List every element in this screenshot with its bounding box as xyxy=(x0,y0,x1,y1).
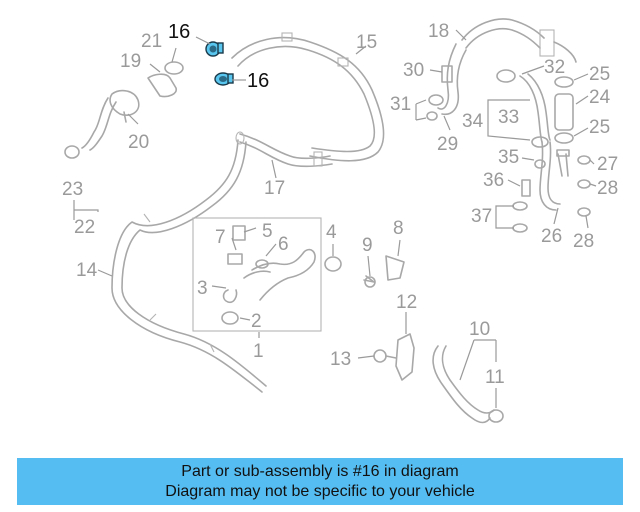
callout-18: 18 xyxy=(428,21,449,42)
callout-4: 4 xyxy=(326,222,337,243)
callout-26: 26 xyxy=(541,226,562,247)
callout-35: 35 xyxy=(498,147,519,168)
group-box-1 xyxy=(192,217,322,332)
callout-25-upper: 25 xyxy=(589,64,610,85)
parts-right xyxy=(426,65,591,233)
callout-11: 11 xyxy=(485,367,505,388)
callout-31: 31 xyxy=(390,94,411,115)
callout-20: 20 xyxy=(128,132,149,153)
callout-24: 24 xyxy=(589,87,611,108)
callout-3: 3 xyxy=(197,278,208,299)
pipe-10 xyxy=(432,345,504,424)
callout-16-lower: 16 xyxy=(247,70,269,92)
callout-2: 2 xyxy=(251,311,262,332)
callout-13: 13 xyxy=(330,349,351,370)
clamp-16-lower xyxy=(214,72,234,86)
banner-line-1: Part or sub-assembly is #16 in diagram xyxy=(181,463,459,480)
hose-14 xyxy=(111,139,267,393)
hose-18 xyxy=(437,18,577,116)
callout-25-lower: 25 xyxy=(589,117,610,138)
callout-22: 22 xyxy=(74,217,95,238)
callout-29: 29 xyxy=(437,134,458,155)
callout-23: 23 xyxy=(62,179,83,200)
callout-6: 6 xyxy=(278,234,289,255)
parts-4-8-9 xyxy=(324,255,405,288)
callout-17: 17 xyxy=(264,178,285,199)
parts-diagram: 16 16 21 19 20 15 17 23 22 14 7 5 6 3 2 … xyxy=(62,18,618,424)
callout-5: 5 xyxy=(262,221,273,242)
callout-37: 37 xyxy=(471,206,492,227)
callout-36: 36 xyxy=(483,170,504,191)
callout-21: 21 xyxy=(141,31,162,52)
callout-7: 7 xyxy=(215,227,226,248)
bracket-12 xyxy=(373,333,415,381)
info-banner: Part or sub-assembly is #16 in diagram D… xyxy=(17,458,623,505)
callout-28-upper: 28 xyxy=(597,178,618,199)
callout-34: 34 xyxy=(462,111,484,132)
callout-33: 33 xyxy=(498,107,519,128)
callout-14: 14 xyxy=(76,260,98,281)
callout-30: 30 xyxy=(403,60,424,81)
callout-15: 15 xyxy=(356,32,377,53)
leader-lines xyxy=(73,29,597,408)
hose-15 xyxy=(231,32,385,162)
pipe-22 xyxy=(64,97,117,159)
callout-19: 19 xyxy=(120,51,141,72)
callout-16-upper: 16 xyxy=(168,21,190,43)
clamp-16-upper xyxy=(205,41,224,57)
callout-8: 8 xyxy=(393,218,404,239)
callout-9: 9 xyxy=(362,235,373,256)
callout-10: 10 xyxy=(469,319,490,340)
callout-27: 27 xyxy=(597,154,618,175)
callout-32: 32 xyxy=(544,57,565,78)
callout-12: 12 xyxy=(396,292,417,313)
banner-line-2: Diagram may not be specific to your vehi… xyxy=(165,483,475,500)
hose-17 xyxy=(235,131,333,168)
callout-1: 1 xyxy=(253,341,264,362)
fittings-19-21 xyxy=(109,61,184,123)
callout-28-lower: 28 xyxy=(573,231,594,252)
callout-labels: 16 16 21 19 20 15 17 23 22 14 7 5 6 3 2 … xyxy=(62,21,618,388)
